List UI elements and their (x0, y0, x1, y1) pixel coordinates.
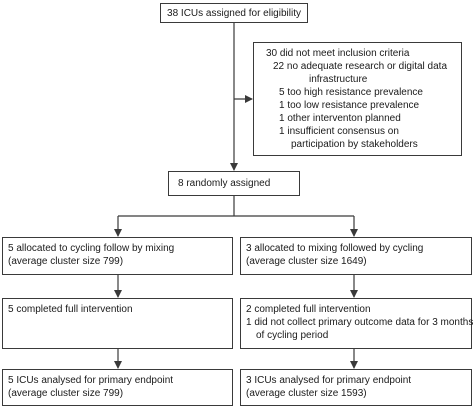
right-analysed-cluster: (average cluster size 1593) (246, 388, 367, 399)
exclusion-reason: 1 insufficient consensus on (266, 125, 455, 138)
exclusion-header: 30 did not meet inclusion criteria (266, 48, 410, 59)
exclusion-reason: 5 too high resistance prevalence (266, 86, 455, 99)
reason-continuation: participation by stakeholders (291, 139, 418, 150)
left-completed-box: 5 completed full intervention (2, 298, 233, 349)
exclusion-reason: 22 no adequate research or digital data (266, 60, 455, 73)
exclusion-box: 30 did not meet inclusion criteria 22 no… (253, 42, 462, 156)
left-allocated-cluster: (average cluster size 799) (8, 256, 124, 267)
right-analysed-box: 3 ICUs analysed for primary endpoint (av… (240, 369, 472, 406)
left-analysed-box: 5 ICUs analysed for primary endpoint (av… (2, 369, 233, 406)
reason-text: other interventon planned (287, 113, 401, 124)
right-not-collected-text: 1 did not collect primary outcome data f… (246, 317, 474, 328)
left-completed-text: 5 completed full intervention (8, 304, 133, 315)
reason-count: 22 (273, 61, 285, 72)
right-allocated-box: 3 allocated to mixing followed by cyclin… (240, 237, 472, 275)
right-analysed-text: 3 ICUs analysed for primary endpoint (246, 375, 412, 386)
reason-count: 5 (279, 87, 285, 98)
reason-text: too low resistance prevalence (287, 100, 420, 111)
right-completed-text: 2 completed full intervention (246, 304, 371, 315)
reason-text: too high resistance prevalence (287, 87, 423, 98)
eligibility-text: 38 ICUs assigned for eligibility (167, 8, 301, 19)
right-completed-box: 2 completed full intervention 1 did not … (240, 298, 474, 349)
reason-count: 1 (279, 113, 285, 124)
left-allocated-text: 5 allocated to cycling follow by mixing (8, 243, 175, 254)
reason-count: 1 (279, 126, 285, 137)
right-not-collected-continuation: of cycling period (256, 330, 329, 341)
left-analysed-text: 5 ICUs analysed for primary endpoint (8, 375, 174, 386)
reason-count: 1 (279, 100, 285, 111)
right-allocated-text: 3 allocated to mixing followed by cyclin… (246, 243, 424, 254)
reason-text: insufficient consensus on (287, 126, 399, 137)
randomized-box: 8 randomly assigned (168, 171, 300, 196)
exclusion-reason: 1 too low resistance prevalence (266, 99, 455, 112)
exclusion-reason: 1 other interventon planned (266, 112, 455, 125)
reason-continuation: infrastructure (309, 74, 368, 85)
left-allocated-box: 5 allocated to cycling follow by mixing … (2, 237, 233, 275)
randomized-text: 8 randomly assigned (178, 178, 271, 189)
reason-text: no adequate research or digital data (286, 61, 448, 72)
right-allocated-cluster: (average cluster size 1649) (246, 256, 367, 267)
left-analysed-cluster: (average cluster size 799) (8, 388, 124, 399)
eligibility-box: 38 ICUs assigned for eligibility (160, 3, 308, 23)
